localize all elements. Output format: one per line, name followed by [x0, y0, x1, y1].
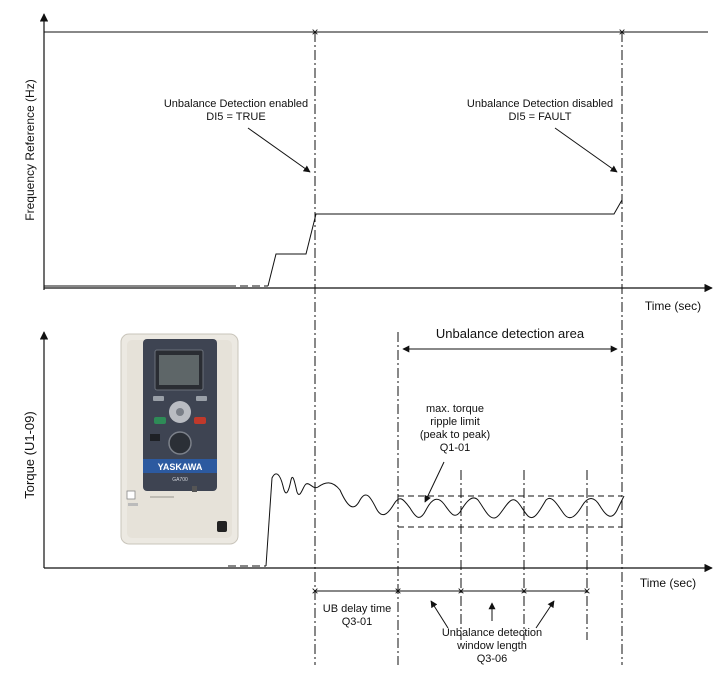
annotation-disabled-line1: Unbalance Detection disabled [467, 98, 613, 110]
device-brand-stripe [143, 459, 217, 473]
ripple-limit-line2: ripple limit [430, 416, 480, 428]
bottom-x-label: Time (sec) [640, 576, 696, 590]
device-port [150, 434, 160, 441]
device-run-key [154, 417, 166, 424]
device-model: GA700 [172, 477, 188, 483]
device-dial [168, 431, 192, 455]
window-arrow-1 [430, 600, 449, 629]
timing-marker-2: × [394, 584, 401, 598]
device-brand: YASKAWA [158, 462, 203, 472]
annotation-disabled-arrow [554, 127, 618, 173]
timing-marker-4: × [520, 584, 527, 598]
window-label-line2: window length [456, 640, 527, 652]
window-arrow-3 [535, 600, 555, 629]
timing-marker-3: × [457, 584, 464, 598]
delay-label-line2: Q3-01 [342, 616, 373, 628]
device-nav-center [176, 408, 184, 416]
window-label-line1: Unbalance detection [442, 627, 542, 639]
top-chart: × × Frequency Reference (Hz) Time (sec) … [23, 13, 713, 313]
timing-marker-5: × [583, 584, 590, 598]
device-key [153, 396, 164, 401]
bottom-y-label: Torque (U1-09) [22, 411, 37, 498]
window-label-line3: Q3-06 [477, 653, 508, 665]
device-label [128, 503, 138, 506]
device-small-print [150, 496, 174, 498]
drive-device-image: YASKAWA GA700 [120, 333, 239, 545]
device-logo-mark [126, 490, 136, 500]
torque-trace [265, 473, 625, 567]
delay-label-line1: UB delay time [323, 603, 391, 615]
top-y-label: Frequency Reference (Hz) [23, 79, 37, 220]
device-key [196, 396, 207, 401]
ripple-limit-line3: (peak to peak) [420, 429, 490, 441]
annotation-disabled-line2: DI5 = FAULT [508, 111, 571, 123]
device-screen [159, 355, 199, 385]
ripple-limit-arrow [424, 461, 445, 503]
device-stop-key [194, 417, 206, 424]
timing-guides [314, 32, 623, 665]
timing-marker-1: × [311, 584, 318, 598]
top-x-label: Time (sec) [645, 299, 701, 313]
annotation-enabled-arrow [247, 127, 311, 173]
ripple-limit-line4: Q1-01 [440, 442, 471, 454]
ripple-limit-line1: max. torque [426, 403, 484, 415]
detection-area-label: Unbalance detection area [436, 326, 585, 341]
frequency-trace [267, 199, 623, 287]
device-qr [192, 486, 197, 492]
bottom-chart: Torque (U1-09) Time (sec) Unbalance dete… [22, 326, 713, 665]
annotation-enabled-line2: DI5 = TRUE [206, 111, 265, 123]
device-terminal [217, 521, 227, 532]
annotation-enabled-line1: Unbalance Detection enabled [164, 98, 308, 110]
